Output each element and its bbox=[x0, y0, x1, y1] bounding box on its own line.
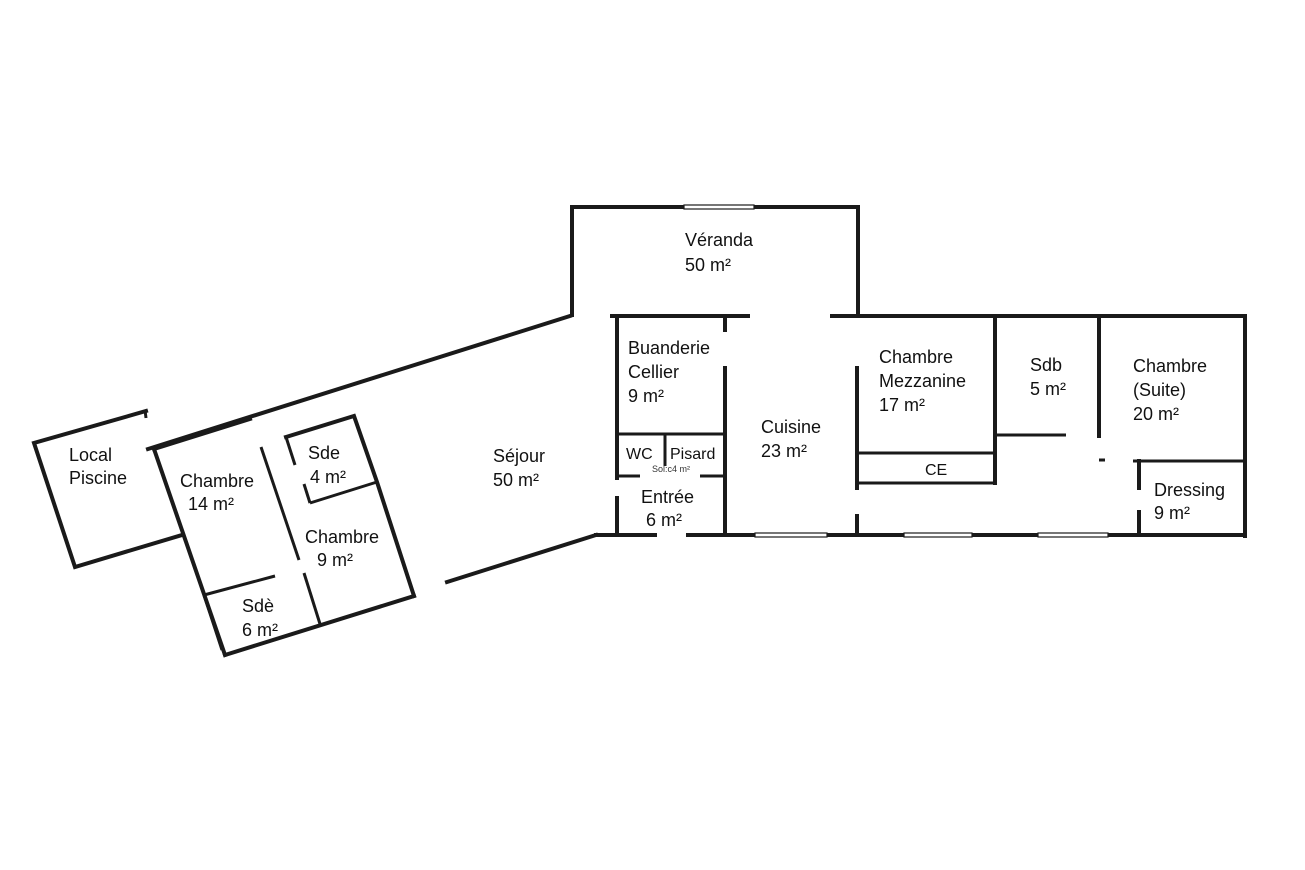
chambre-mezzanine-name: Chambre bbox=[879, 347, 953, 367]
dressing-name: Dressing bbox=[1154, 480, 1225, 500]
entree-note: Sol:c4 m² bbox=[652, 464, 690, 474]
sejour-label: Séjour 50 m² bbox=[493, 446, 545, 490]
mezzanine-name: Mezzanine bbox=[879, 371, 966, 391]
cellier-name: Cellier bbox=[628, 362, 679, 382]
veranda-walls bbox=[570, 204, 860, 317]
chambre-suite-area: 20 m² bbox=[1133, 404, 1179, 424]
chambre-suite-label: Chambre (Suite) 20 m² bbox=[1133, 356, 1207, 424]
sde-4-area: 4 m² bbox=[310, 467, 346, 487]
dressing-area: 9 m² bbox=[1154, 503, 1190, 523]
cuisine-area: 23 m² bbox=[761, 441, 807, 461]
chambre-mezzanine-area: 17 m² bbox=[879, 395, 925, 415]
buanderie-area: 9 m² bbox=[628, 386, 664, 406]
sdb-name: Sdb bbox=[1030, 355, 1062, 375]
chambre-mezzanine-label: Chambre Mezzanine 17 m² bbox=[879, 347, 966, 415]
ce-label: CE bbox=[925, 462, 947, 479]
sejour-area: 50 m² bbox=[493, 470, 539, 490]
pisard-label: Pisard bbox=[670, 446, 715, 463]
local-name: Local bbox=[69, 445, 112, 465]
chambre-14-label: Chambre 14 m² bbox=[180, 471, 254, 514]
veranda-label: Véranda 50 m² bbox=[685, 230, 754, 275]
chambre-9-area: 9 m² bbox=[317, 550, 353, 570]
veranda-area: 50 m² bbox=[685, 255, 731, 275]
sde-4-name: Sde bbox=[308, 443, 340, 463]
buanderie-name: Buanderie bbox=[628, 338, 710, 358]
sde-6-name: Sdè bbox=[242, 596, 274, 616]
center-walls bbox=[855, 314, 1245, 537]
sejour-name: Séjour bbox=[493, 446, 545, 466]
sde-6-area: 6 m² bbox=[242, 620, 278, 640]
wc-label: WC bbox=[626, 446, 653, 463]
suite-name: (Suite) bbox=[1133, 380, 1186, 400]
local-piscine-label: Local Piscine bbox=[69, 445, 127, 488]
dressing-label: Dressing 9 m² bbox=[1154, 480, 1225, 523]
chambre-9-name: Chambre bbox=[305, 527, 379, 547]
sde-6-label: Sdè 6 m² bbox=[242, 596, 278, 640]
entree-name: Entrée bbox=[641, 487, 694, 507]
buanderie-label: Buanderie Cellier 9 m² bbox=[628, 338, 710, 406]
sde-4-label: Sde 4 m² bbox=[308, 443, 346, 487]
main-block-walls bbox=[594, 314, 1247, 538]
local-piscine-walls bbox=[31, 408, 185, 570]
left-wing-walls bbox=[151, 413, 417, 658]
piscine-name: Piscine bbox=[69, 468, 127, 488]
sdb-area: 5 m² bbox=[1030, 379, 1066, 399]
cuisine-name: Cuisine bbox=[761, 417, 821, 437]
entree-label: Entrée 6 m² bbox=[641, 487, 694, 530]
veranda-name: Véranda bbox=[685, 230, 754, 250]
cuisine-label: Cuisine 23 m² bbox=[761, 417, 821, 461]
chambre-suite-name: Chambre bbox=[1133, 356, 1207, 376]
service-walls bbox=[615, 314, 727, 537]
chambre-9-label: Chambre 9 m² bbox=[305, 527, 379, 570]
chambre-14-name: Chambre bbox=[180, 471, 254, 491]
entree-area: 6 m² bbox=[646, 510, 682, 530]
sdb-label: Sdb 5 m² bbox=[1030, 355, 1066, 399]
chambre-14-area: 14 m² bbox=[188, 494, 234, 514]
